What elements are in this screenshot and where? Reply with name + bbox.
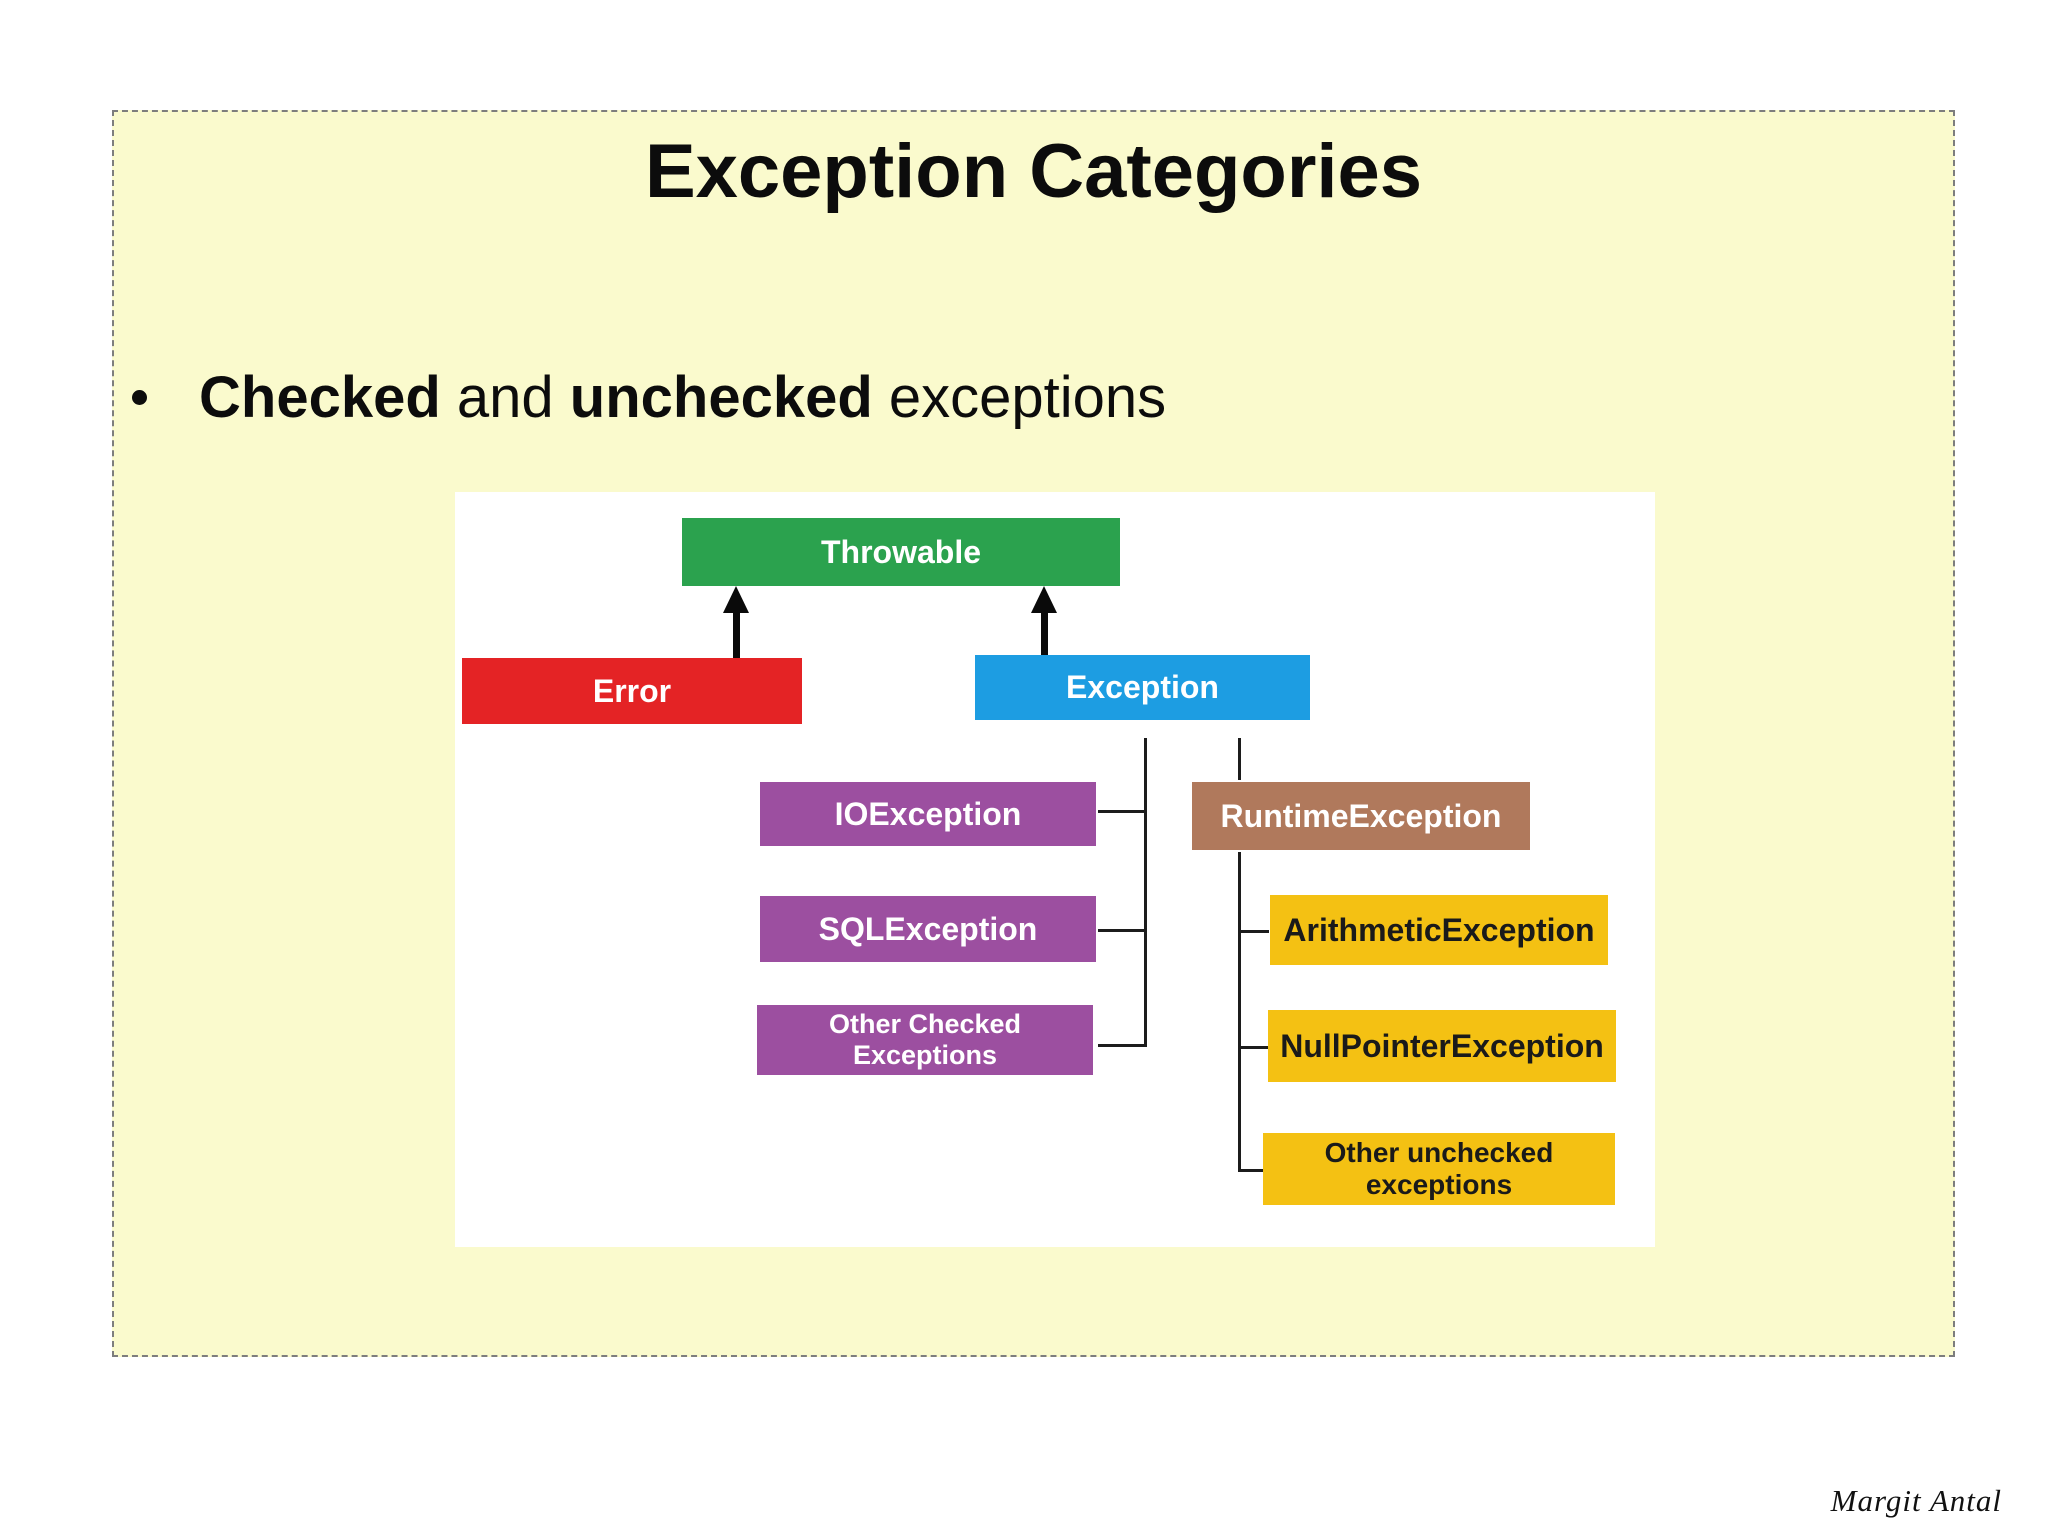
inheritance-arrow-exception-shaft	[1041, 609, 1048, 656]
connector-tick-ioexception	[1098, 810, 1147, 813]
connector-tick-other-checked	[1098, 1044, 1147, 1047]
author-signature: Margit Antal	[1830, 1483, 2002, 1518]
inheritance-arrow-error-shaft	[733, 609, 740, 658]
node-runtime-exception: RuntimeException	[1192, 782, 1530, 850]
inheritance-arrow-error-head	[723, 586, 749, 613]
node-sqlexception: SQLException	[760, 896, 1096, 962]
bullet-dot-icon	[132, 389, 147, 405]
connector-runtime-branch-lower	[1238, 852, 1241, 1170]
connector-tick-arithmetic	[1238, 930, 1269, 933]
node-exception: Exception	[975, 655, 1310, 720]
inheritance-arrow-exception-head	[1031, 586, 1057, 613]
connector-tick-sqlexception	[1098, 929, 1147, 932]
connector-tick-nullpointer	[1238, 1046, 1269, 1049]
bullet-text-regular-1: and	[440, 364, 570, 430]
node-error: Error	[462, 658, 802, 724]
connector-runtime-branch-upper	[1238, 738, 1241, 780]
node-nullpointer-exception: NullPointerException	[1268, 1010, 1616, 1082]
bullet-text-regular-2: exceptions	[872, 364, 1167, 430]
bullet-text-bold-1: Checked	[199, 364, 441, 430]
node-other-checked-exceptions: Other Checked Exceptions	[757, 1005, 1093, 1075]
node-throwable: Throwable	[682, 518, 1120, 586]
connector-tick-other-unchecked	[1238, 1169, 1269, 1172]
node-other-unchecked-exceptions: Other unchecked exceptions	[1263, 1133, 1615, 1205]
node-ioexception: IOException	[760, 782, 1096, 846]
bullet-text: Checked and unchecked exceptions	[199, 364, 1166, 431]
slide-title: Exception Categories	[644, 129, 1423, 214]
node-arithmetic-exception: ArithmeticException	[1270, 895, 1608, 965]
exception-hierarchy-diagram: Throwable Error Exception IOException SQ…	[455, 492, 1655, 1247]
bullet-text-bold-2: unchecked	[569, 364, 873, 430]
slide: Exception Categories Checked and uncheck…	[112, 110, 1955, 1357]
connector-checked-branch-vertical	[1144, 738, 1147, 1044]
bullet-line: Checked and unchecked exceptions	[132, 360, 1166, 434]
